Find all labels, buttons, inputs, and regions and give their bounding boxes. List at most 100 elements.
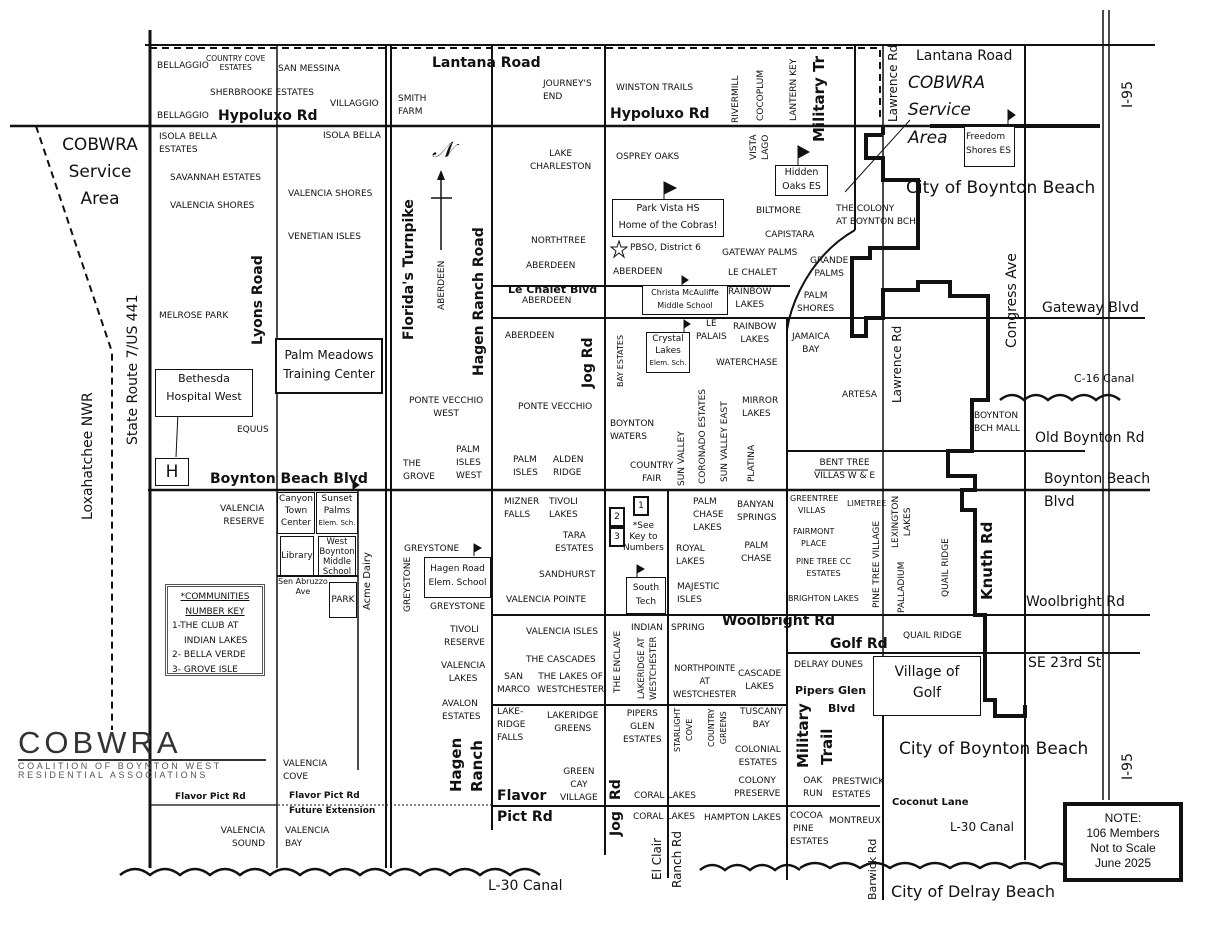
road-sr7: State Route 7/US 441 [125, 294, 141, 445]
hidden-oaks-flag [797, 145, 811, 159]
road-lantana-e: Lantana Road [916, 48, 1013, 64]
road-hypoluxo-e: Hypoluxo Rd [610, 106, 710, 122]
community-northtree: NORTHTREE [531, 236, 586, 246]
community-valencia-pointe: VALENCIA POINTE [506, 595, 587, 605]
crystal-flag [683, 319, 691, 329]
community-greystone-2: GREYSTONE [430, 602, 486, 612]
road-ranch-rd: Ranch Rd [670, 830, 684, 888]
community-savannah: SAVANNAH ESTATES [170, 173, 262, 183]
logo-subtitle-1: COALITION OF BOYNTON WEST [18, 761, 222, 771]
library[interactable]: Library [280, 536, 314, 576]
community-san-messina: SAN MESSINA [278, 64, 341, 74]
road-lyons: Lyons Road [250, 255, 266, 345]
community-venetian-isles: VENETIAN ISLES [288, 232, 361, 242]
community-rivermill: RIVERMILL [731, 75, 741, 123]
community-coral-lakes-1: CORAL LAKES [634, 791, 696, 801]
road-jog-n: Jog Rd [580, 337, 596, 388]
service-arrow [844, 119, 911, 193]
loxahatchee-label: Loxahatchee NWR [80, 392, 96, 520]
pbso-label: PBSO, District 6 [630, 243, 701, 253]
logo-text: COBWRA [18, 725, 182, 760]
community-quail-ridge: QUAIL RIDGE [903, 631, 962, 641]
community-coronado: CORONADO ESTATES [698, 388, 708, 484]
service-area-east-3: Area [908, 128, 948, 148]
l30-canal-w: L-30 Canal [488, 878, 563, 894]
road-congress: Congress Ave [1004, 253, 1020, 348]
pbso-star-icon [609, 239, 629, 259]
road-pipers-glen-1: Pipers Glen [795, 684, 867, 697]
community-brighton-lakes: BRIGHTON LAKES [788, 594, 859, 603]
mcauliffe-flag [681, 275, 689, 285]
road-flavor-pict-mid: Flavor Pict Rd [289, 791, 360, 801]
park[interactable]: PARK [329, 582, 357, 618]
community-waterchase: WATERCHASE [716, 358, 778, 368]
community-le-chalet: LE CHALET [728, 268, 777, 278]
road-boynton-e1: Boynton Beach [1044, 471, 1151, 487]
hospital-arrow [175, 411, 179, 458]
future-extension: Future Extension [289, 806, 376, 816]
community-melrose-park: MELROSE PARK [159, 311, 229, 321]
north-arrow-icon: 𝒩 [432, 138, 454, 163]
community-pine-tree-village: PINE TREE VILLAGE [872, 520, 882, 608]
road-lawrence-n: Lawrence Rd [886, 44, 900, 122]
road-flavor: Flavor [497, 788, 547, 804]
c16-canal [999, 393, 1121, 402]
community-platina: PLATINA [747, 444, 757, 482]
community-greystone-1: GREYSTONE [404, 544, 460, 554]
road-pipers-glen-2: Blvd [828, 702, 856, 715]
community-limetree: LIMETREE [847, 499, 887, 508]
road-hypoluxo-w: Hypoluxo Rd [218, 108, 318, 124]
community-lantern-key: LANTERN KEY [789, 58, 799, 121]
south-tech-flag [636, 564, 646, 574]
road-lantana-w: Lantana Road [432, 55, 541, 71]
community-valencia-shores-e: VALENCIA SHORES [288, 189, 373, 199]
community-equus: EQUUS [237, 425, 269, 435]
community-villaggio: VILLAGGIO [330, 99, 379, 109]
road-le-chalet: Le Chalet Blvd [508, 283, 598, 296]
community-aberdeen-4: ABERDEEN [613, 267, 663, 277]
community-delray-dunes: DELRAY DUNES [794, 660, 863, 670]
road-jog-s1: Rd [608, 779, 624, 800]
community-gateway-palms: GATEWAY PALMS [722, 248, 798, 258]
road-pict: Pict Rd [497, 809, 553, 825]
community-quail-ridge-v: QUAIL RIDGE [941, 538, 951, 597]
road-jog-s2: Jog [608, 811, 624, 836]
road-lawrence-s: Lawrence Rd [890, 325, 904, 403]
